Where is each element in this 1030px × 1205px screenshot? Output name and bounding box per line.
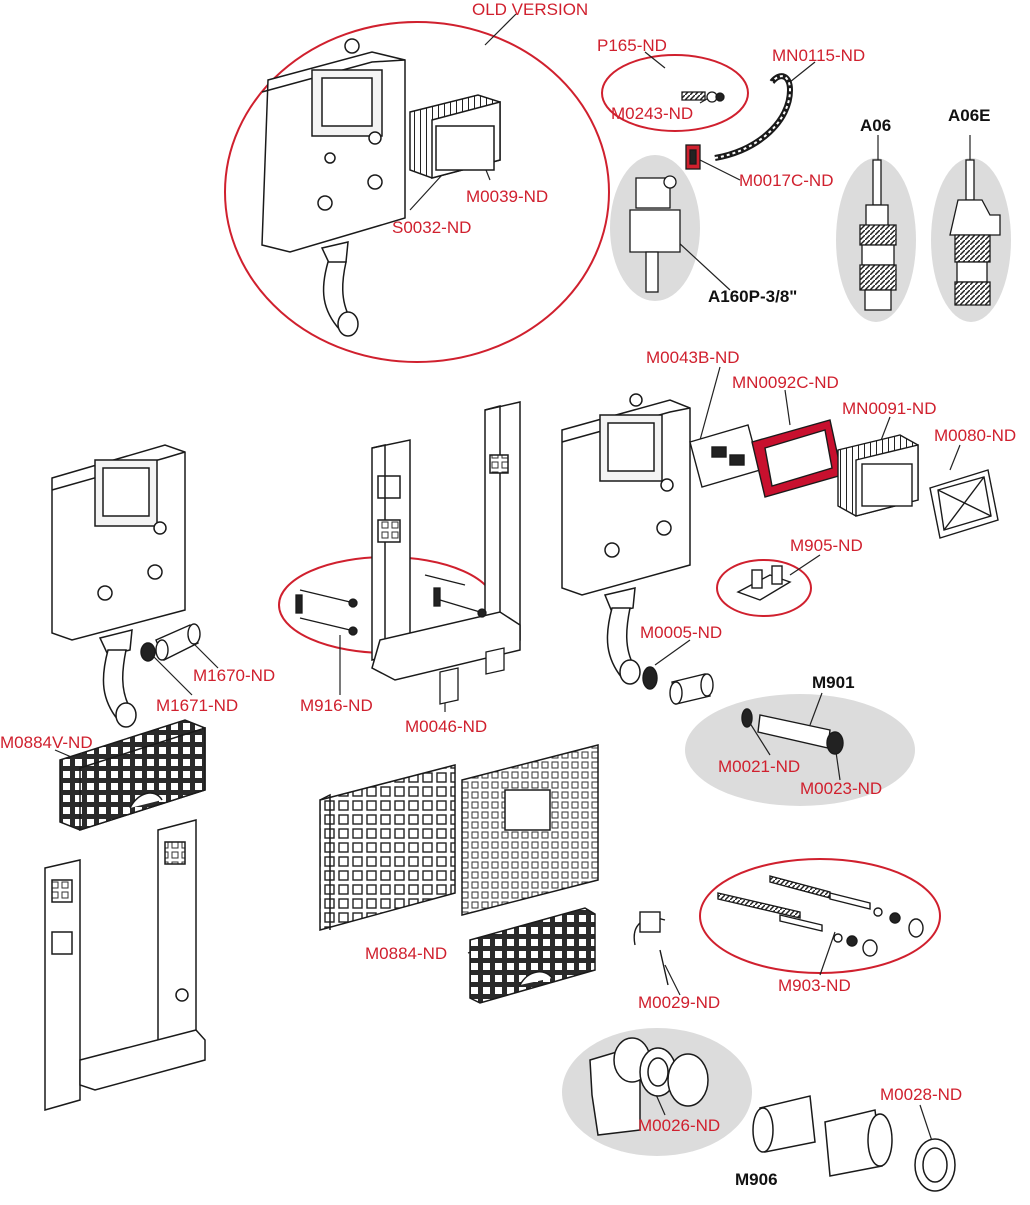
label-m0029: M0029-ND bbox=[638, 993, 721, 1012]
label-m0043b: M0043B-ND bbox=[646, 348, 740, 367]
a06-flush-valve bbox=[859, 159, 897, 311]
label-m905: M905-ND bbox=[790, 536, 863, 555]
m0029-clip bbox=[633, 911, 669, 986]
old-version-outline bbox=[224, 21, 610, 363]
label-m0884: M0884-ND bbox=[365, 944, 448, 963]
label-m916: M916-ND bbox=[300, 696, 373, 715]
m903-rods bbox=[717, 875, 924, 957]
label-m901: M901 bbox=[812, 673, 855, 692]
label-m0884v: M0884V-ND bbox=[0, 733, 93, 752]
label-m0005: M0005-ND bbox=[640, 623, 723, 642]
left-cistern bbox=[51, 444, 186, 728]
label-m0017c: M0017C-ND bbox=[739, 171, 834, 190]
label-m0046: M0046-ND bbox=[405, 717, 488, 736]
label-m0039: M0039-ND bbox=[466, 187, 549, 206]
m0046-pipes bbox=[439, 647, 505, 705]
label-a160p: A160P-3/8" bbox=[708, 287, 798, 306]
label-mn0091: MN0091-ND bbox=[842, 399, 937, 418]
m903-group-outline bbox=[699, 858, 941, 974]
m905-bracket bbox=[736, 565, 792, 601]
label-m0080: M0080-ND bbox=[934, 426, 1017, 445]
label-m1670: M1670-ND bbox=[193, 666, 276, 685]
label-m1671: M1671-ND bbox=[156, 696, 239, 715]
old-version-frame-box bbox=[409, 94, 501, 179]
lower-left-frame bbox=[44, 819, 206, 1111]
red-group-outlines bbox=[224, 21, 941, 974]
m0080-gasket bbox=[929, 469, 999, 539]
label-m0023: M0023-ND bbox=[800, 779, 883, 798]
m0028-pipes bbox=[752, 1095, 956, 1192]
label-m903: M903-ND bbox=[778, 976, 851, 995]
m0884-grid-block bbox=[469, 907, 596, 1004]
m901-pipe-set bbox=[741, 708, 844, 755]
label-a06: A06 bbox=[860, 116, 892, 135]
m1670-m1671-elbow bbox=[140, 623, 201, 662]
label-mn0115: MN0115-ND bbox=[772, 46, 866, 65]
p165-fitting bbox=[681, 91, 725, 103]
label-m906: M906 bbox=[735, 1170, 778, 1189]
mn0115-hose bbox=[714, 73, 794, 161]
m905-group-outline bbox=[716, 559, 812, 617]
old-version-cistern bbox=[261, 38, 406, 337]
label-m0026: M0026-ND bbox=[638, 1116, 721, 1135]
m906-elbow-set bbox=[589, 1037, 709, 1136]
label-p165: P165-ND bbox=[597, 36, 667, 55]
label-m0243: M0243-ND bbox=[611, 104, 694, 123]
right-cistern bbox=[561, 393, 691, 685]
middle-frame bbox=[371, 401, 521, 681]
center-grid-panels bbox=[319, 744, 599, 931]
label-mn0092c: MN0092C-ND bbox=[732, 373, 839, 392]
label-m0021: M0021-ND bbox=[718, 757, 801, 776]
label-old-version: OLD VERSION bbox=[472, 0, 589, 19]
m0017c-clip bbox=[685, 144, 701, 170]
m0884v-grid-panel bbox=[59, 719, 206, 832]
m0005-pipe bbox=[642, 666, 714, 705]
label-a06e: A06E bbox=[948, 106, 991, 125]
label-m0028: M0028-ND bbox=[880, 1085, 963, 1104]
m0043b-plate bbox=[689, 424, 761, 488]
mn0092c-red-frame bbox=[751, 419, 843, 498]
mn0091-box bbox=[837, 434, 919, 517]
p165-group-outline bbox=[601, 54, 749, 132]
label-s0032: S0032-ND bbox=[392, 218, 472, 237]
a06e-flush-valve bbox=[949, 159, 1001, 306]
m916-bolts bbox=[295, 574, 487, 636]
a160p-fill-valve bbox=[629, 175, 681, 293]
